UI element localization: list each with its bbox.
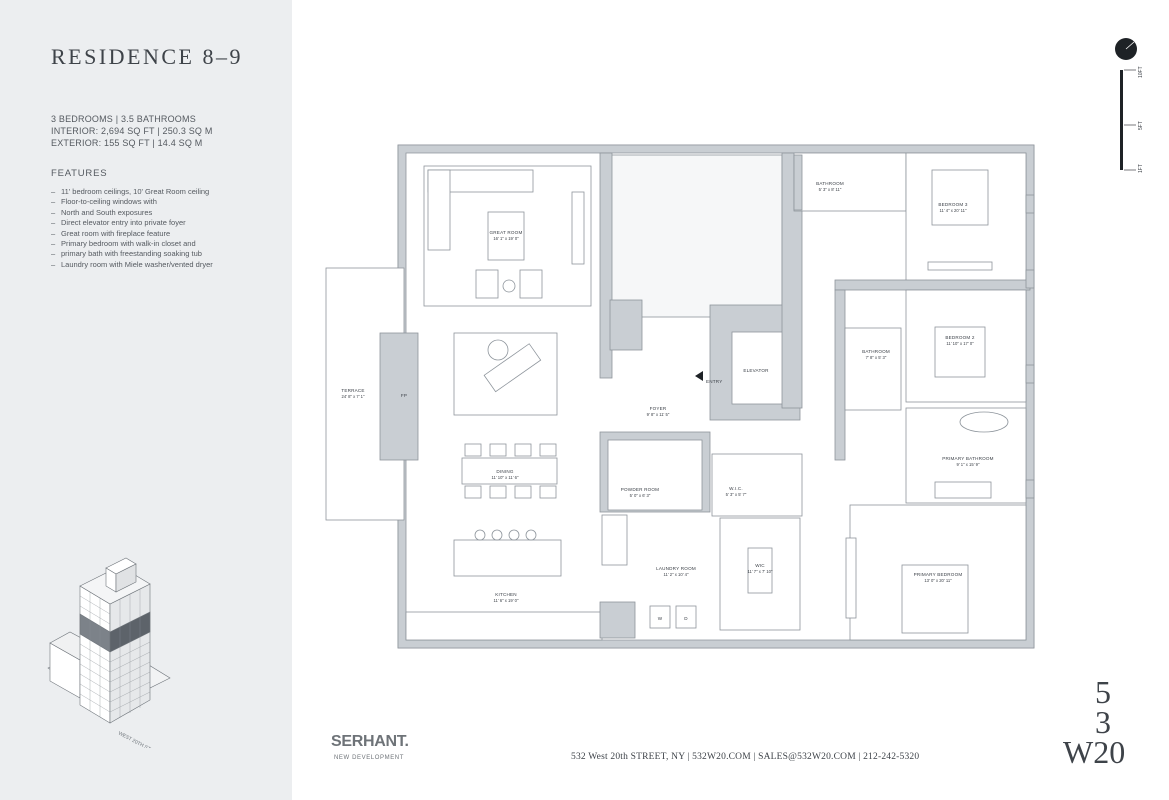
serhant-logo-subtitle: NEW DEVELOPMENT (334, 755, 405, 761)
label-bedroom-2: BEDROOM 2 (945, 335, 975, 340)
scale-label-1ft: 1FT (1138, 164, 1144, 173)
scale-label-5ft: 5FT (1138, 121, 1144, 130)
feature-item: Floor-to-ceiling windows with (51, 197, 286, 208)
dim-foyer: 9' 8" x 11' 5" (647, 412, 670, 417)
label-bedroom-3: BEDROOM 3 (938, 202, 968, 207)
dim-bathroom-mid: 7' 8" x 5' 3" (866, 355, 887, 360)
north-compass-scale: 10FT 5FT 1FT (1115, 38, 1144, 173)
residence-title: RESIDENCE 8–9 (51, 44, 243, 69)
label-wic-large: WIC (755, 563, 765, 568)
spec-exterior-area: EXTERIOR: 155 SQ FT | 14.4 SQ M (51, 138, 203, 148)
label-entry: ENTRY (706, 379, 723, 384)
label-fireplace: FP (401, 393, 407, 398)
label-terrace: TERRACE (341, 388, 364, 393)
label-washer: W (658, 616, 663, 621)
street-label: WEST 20TH STREET (117, 730, 163, 748)
dim-primary-bathroom: 9' 1" x 15' 9" (957, 462, 980, 467)
features-list: 11' bedroom ceilings, 10' Great Room cei… (51, 187, 286, 271)
label-primary-bedroom: PRIMARY BEDROOM (914, 572, 963, 577)
dim-bedroom-2: 11' 10" x 17' 0" (946, 341, 974, 346)
features-heading: FEATURES (51, 168, 108, 179)
label-dryer: D (684, 616, 688, 621)
dim-terrace: 24' 8" x 7' 1" (342, 394, 365, 399)
label-foyer: FOYER (650, 406, 667, 411)
feature-item: Direct elevator entry into private foyer (51, 218, 286, 229)
label-wic-small: W.I.C. (729, 486, 743, 491)
serhant-logo: SERHANT. (331, 733, 409, 750)
feature-item: Laundry room with Miele washer/vented dr… (51, 260, 286, 271)
info-panel: RESIDENCE 8–9 3 BEDROOMS | 3.5 BATHROOMS… (0, 0, 292, 800)
label-dining: DINING (496, 469, 514, 474)
dim-bathroom-top: 5' 3" x 8' 11" (819, 187, 842, 192)
dim-great-room: 16' 1" x 19' 0" (493, 236, 519, 241)
label-bathroom-top: BATHROOM (816, 181, 844, 186)
footer-contact-line: 532 West 20th STREET, NY | 532W20.COM | … (571, 752, 920, 762)
brand-mark-line3: W20 (1063, 734, 1126, 770)
floor-plan: GREAT ROOM 16' 1" x 19' 0" TERRACE 24' 8… (325, 144, 1035, 649)
label-primary-bathroom: PRIMARY BATHROOM (942, 456, 993, 461)
label-great-room: GREAT ROOM (490, 230, 523, 235)
dim-dining: 11' 10" x 11' 6" (492, 475, 520, 480)
dim-primary-bedroom: 13' 0" x 20' 11" (924, 578, 952, 583)
spec-interior-area: INTERIOR: 2,694 SQ FT | 250.3 SQ M (51, 126, 213, 136)
feature-item: Primary bedroom with walk-in closet and (51, 239, 286, 250)
brand-mark-line2: 3 (1095, 704, 1111, 740)
entry-arrow-icon (695, 371, 703, 381)
scale-label-10ft: 10FT (1138, 66, 1144, 78)
dim-laundry-room: 11' 2" x 10' 4" (664, 572, 689, 577)
label-elevator: ELEVATOR (743, 368, 769, 373)
dim-wic-large: 11' 7" x 7' 10" (748, 569, 773, 574)
feature-item: Great room with fireplace feature (51, 229, 286, 240)
feature-item: North and South exposures (51, 208, 286, 219)
brand-mark-line1: 5 (1095, 674, 1111, 710)
building-illustration: WEST 20TH STREET (47, 557, 171, 748)
label-bathroom-mid: BATHROOM (862, 349, 890, 354)
label-kitchen: KITCHEN (495, 592, 517, 597)
label-powder-room: POWDER ROOM (621, 487, 659, 492)
dim-powder-room: 5' 0" x 6' 3" (630, 493, 651, 498)
feature-item: 11' bedroom ceilings, 10' Great Room cei… (51, 187, 286, 198)
spec-bedrooms-bathrooms: 3 BEDROOMS | 3.5 BATHROOMS (51, 114, 196, 124)
feature-item: primary bath with freestanding soaking t… (51, 249, 286, 260)
dim-bedroom-3: 11' 4" x 20' 11" (940, 208, 968, 213)
label-laundry-room: LAUNDRY ROOM (656, 566, 696, 571)
dim-wic-small: 5' 3" x 5' 7" (726, 492, 747, 497)
dim-kitchen: 11' 6" x 19' 0" (494, 598, 519, 603)
